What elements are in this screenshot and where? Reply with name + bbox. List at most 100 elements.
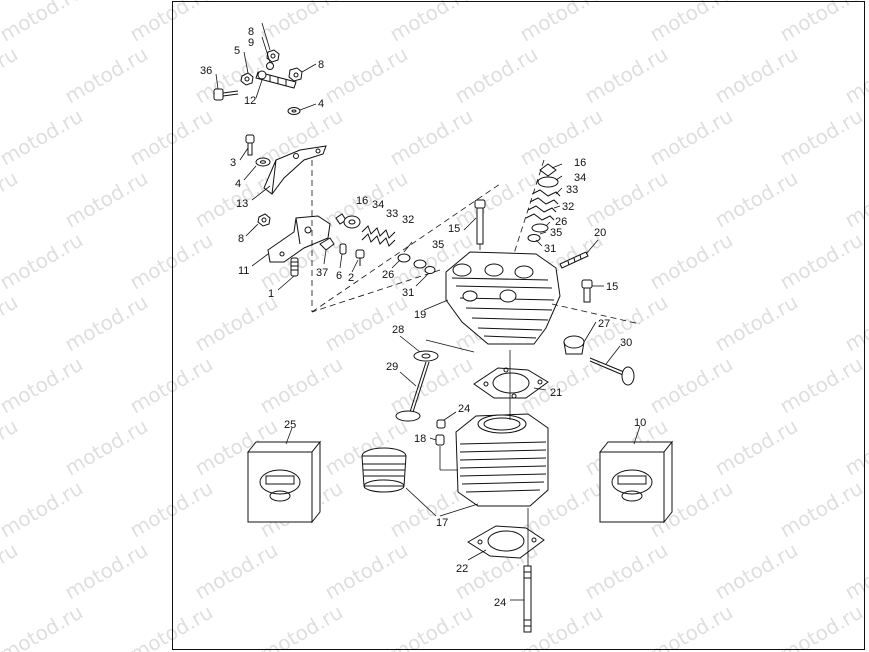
part-washer-4-lower [255,157,271,167]
watermark-text: motod.ru [0,414,22,481]
part-cylinder-17 [455,413,549,507]
callout-31-left: 31 [402,287,414,299]
callout-23: 24 [458,403,470,415]
part-nut-8-upper [266,49,280,70]
part-dowel-18 [435,434,445,446]
watermark-text: motod.ru [0,104,87,171]
callout-32-right: 32 [562,201,574,213]
callout-8-top: 8 [248,26,254,38]
watermark-text: motod.ru [61,42,152,109]
part-pin-6 [339,243,347,255]
callout-4-upper: 4 [318,98,324,110]
callout-15: 15 [606,281,618,293]
parts [213,49,674,633]
callout-32-left: 32 [402,214,414,226]
callout-16-left: 16 [356,195,368,207]
part-stud-20 [559,251,589,269]
part-bolt-15 [581,279,593,303]
part-pin-2 [355,249,365,266]
part-seat-26-left [397,253,411,263]
part-bracket-11 [267,215,331,263]
callout-16-right: 16 [574,157,586,169]
callout-35-right: 35 [550,227,562,239]
part-washer-4-upper [287,107,301,115]
callout-24: 24 [494,597,506,609]
callout-26-left: 26 [382,269,394,281]
watermark-text: motod.ru [0,42,22,109]
callout-34-left: 34 [372,199,384,211]
callout-26-right: 26 [555,216,567,228]
callout-34-right: 34 [574,172,586,184]
part-nut-8-right [288,67,303,82]
callout-3: 3 [230,157,236,169]
watermark-text: motod.ru [61,414,152,481]
callout-13: 13 [236,198,248,210]
part-spring-stack-right [509,159,561,267]
callouts: 8 9 5 8 36 12 4 3 4 13 8 11 1 37 6 2 16 … [200,26,646,609]
callout-29: 29 [386,361,398,373]
callout-31-right: 31 [544,243,556,255]
part-kit-box-25 [246,440,322,524]
leader-lines [215,22,641,601]
callout-18: 18 [414,433,426,445]
part-bracket-13 [263,145,327,195]
part-bolt-36 [213,88,239,101]
callout-37: 37 [316,267,328,279]
part-nut-5 [240,72,254,86]
callout-20: 20 [594,227,606,239]
part-retainer-28 [413,350,439,362]
part-nut-7 [257,213,271,227]
part-base-gasket-22 [467,525,545,559]
callout-1: 1 [268,288,274,300]
part-clip-37 [319,237,335,251]
watermark-text: motod.ru [0,0,87,46]
callout-19: 19 [414,309,426,321]
callout-36: 36 [200,65,212,77]
callout-35-left: 35 [432,239,444,251]
callout-21: 21 [550,387,562,399]
callout-6: 6 [336,270,342,282]
callout-9: 9 [248,37,254,49]
callout-2: 2 [348,272,354,284]
callout-33-left: 33 [386,208,398,220]
part-cylinder-head-19 [445,251,561,345]
watermark-text: motod.ru [0,352,87,419]
callout-12: 12 [244,95,256,107]
callout-4-lower: 4 [235,178,241,190]
part-kit-box-10 [598,440,674,524]
watermark-text: motod.ru [0,166,22,233]
watermark-text: motod.ru [61,290,152,357]
callout-5: 5 [234,45,240,57]
callout-7: 8 [238,233,244,245]
callout-8-right: 8 [318,59,324,71]
watermark-text: motod.ru [61,538,152,605]
callout-30: 30 [620,337,632,349]
callout-25: 25 [284,419,296,431]
callout-11: 11 [238,265,249,277]
part-retainer-34-left [343,215,361,229]
callout-33-right: 33 [566,184,578,196]
part-dowel-23 [436,419,446,429]
callout-27: 27 [598,318,610,330]
part-valve-30 [589,357,635,386]
part-stud-1 [290,257,299,277]
part-bolt-3 [245,134,255,156]
part-head-gasket-21 [473,367,549,399]
watermark-text: motod.ru [0,600,87,652]
watermark-text: motod.ru [61,166,152,233]
part-valve-29 [395,361,430,422]
callout-17: 17 [436,517,448,529]
callout-22: 22 [456,563,468,575]
callout-28: 28 [392,324,404,336]
part-rod-12 [255,70,297,89]
watermark-text: motod.ru [0,538,22,605]
watermark-text: motod.ru [0,228,87,295]
part-stud-24 [523,565,532,633]
callout-10: 10 [634,417,646,429]
part-spring-33-left [361,225,396,247]
callout-14: 15 [448,223,460,235]
watermark-text: motod.ru [0,476,87,543]
watermark-text: motod.ru [0,290,22,357]
part-piston [361,447,407,493]
